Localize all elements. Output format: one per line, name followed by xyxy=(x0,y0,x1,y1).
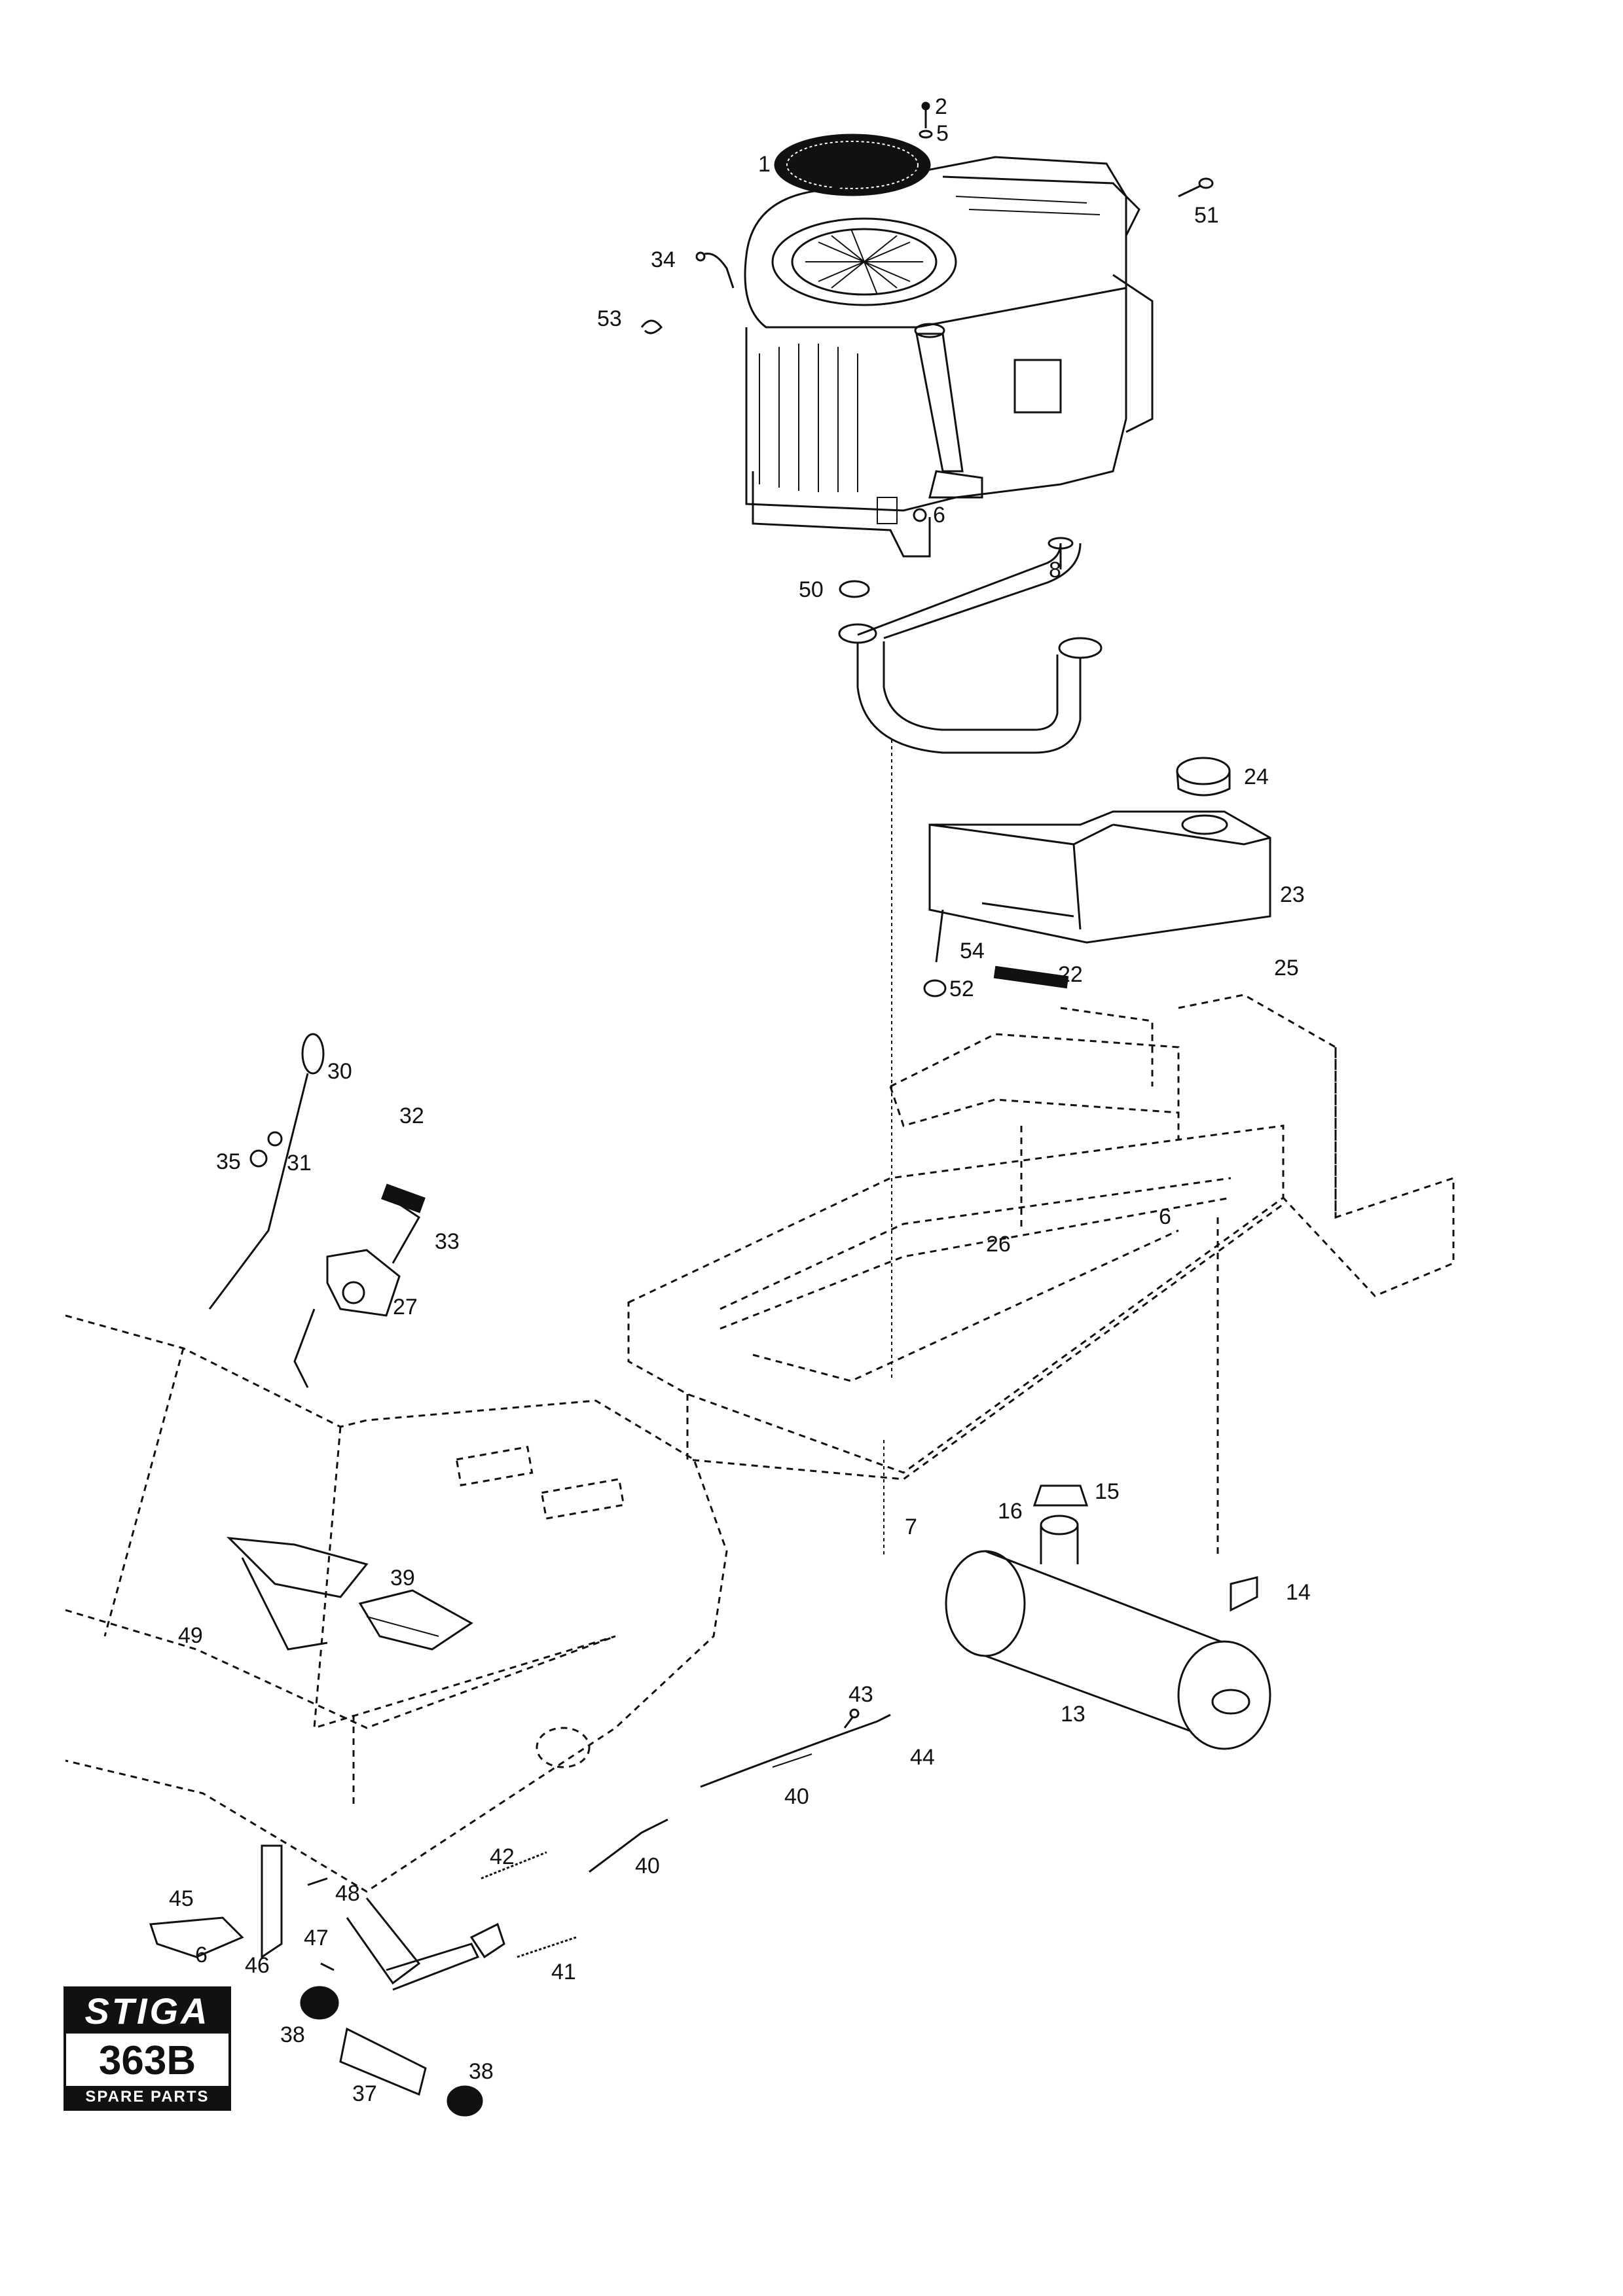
callout-48: 48 xyxy=(335,1881,360,1906)
fuel-tank xyxy=(923,757,1271,997)
stiga-logo-badge: STIGA 363B SPARE PARTS xyxy=(64,1986,231,2111)
callout-6: 6 xyxy=(933,503,945,528)
callout-6b: 6 xyxy=(1159,1204,1171,1229)
callout-47: 47 xyxy=(304,1926,329,1950)
pedal-pads xyxy=(226,1537,473,1651)
callout-15: 15 xyxy=(1095,1479,1120,1504)
callout-6c: 6 xyxy=(195,1943,208,1967)
callout-7: 7 xyxy=(905,1515,917,1539)
callout-40: 40 xyxy=(784,1784,809,1809)
callout-13: 13 xyxy=(1061,1702,1085,1727)
callout-38b: 38 xyxy=(469,2059,494,2084)
callout-33: 33 xyxy=(435,1229,460,1254)
callout-53: 53 xyxy=(597,306,622,331)
brand-logo: STIGA xyxy=(66,1989,228,2034)
engine-hardware xyxy=(640,101,1214,522)
callout-23: 23 xyxy=(1280,882,1305,907)
callout-42: 42 xyxy=(490,1844,515,1869)
throttle-lever xyxy=(208,1033,426,1388)
callout-50: 50 xyxy=(799,577,824,602)
callout-41: 41 xyxy=(551,1960,576,1984)
pedal-assembly xyxy=(149,1844,483,2117)
callout-46: 46 xyxy=(245,1953,270,1978)
engine xyxy=(744,134,1154,558)
callout-54: 54 xyxy=(960,939,985,963)
callout-49: 49 xyxy=(178,1623,203,1648)
chassis-frame xyxy=(627,994,1455,1558)
muffler xyxy=(945,1484,1271,1750)
exhaust-pipe xyxy=(838,537,1103,754)
callout-34: 34 xyxy=(651,247,676,272)
callout-38: 38 xyxy=(280,2022,305,2047)
callout-27: 27 xyxy=(393,1295,418,1319)
callout-16: 16 xyxy=(998,1499,1023,1524)
callout-45: 45 xyxy=(169,1886,194,1911)
callout-44: 44 xyxy=(910,1745,935,1770)
callout-30: 30 xyxy=(327,1059,352,1084)
callout-24: 24 xyxy=(1244,764,1269,789)
spare-parts-label: SPARE PARTS xyxy=(66,2086,228,2108)
callout-37: 37 xyxy=(352,2081,377,2106)
callout-14: 14 xyxy=(1286,1580,1311,1605)
body-shell xyxy=(65,1314,728,1893)
callout-52: 52 xyxy=(949,977,974,1001)
callout-31: 31 xyxy=(287,1151,312,1175)
callout-39: 39 xyxy=(390,1566,415,1590)
callout-40b: 40 xyxy=(635,1854,660,1878)
callout-25: 25 xyxy=(1274,956,1299,980)
callout-1: 1 xyxy=(758,152,771,177)
callout-32: 32 xyxy=(399,1103,424,1128)
callout-35: 35 xyxy=(216,1149,241,1174)
callout-8: 8 xyxy=(1049,558,1061,583)
alignment-leaders xyxy=(883,740,892,1558)
callout-22: 22 xyxy=(1058,962,1083,987)
air-filter-screen xyxy=(774,134,931,196)
cables-and-springs xyxy=(469,1708,891,1959)
callout-26: 26 xyxy=(986,1232,1011,1257)
callout-2: 2 xyxy=(935,94,947,119)
callout-labels: 1 2 5 51 34 53 6 8 50 24 23 54 52 22 25 … xyxy=(169,94,1311,2106)
callout-43: 43 xyxy=(848,1682,873,1707)
callout-51: 51 xyxy=(1194,203,1219,228)
callout-5: 5 xyxy=(936,121,949,146)
model-number: 363B xyxy=(98,2038,196,2083)
